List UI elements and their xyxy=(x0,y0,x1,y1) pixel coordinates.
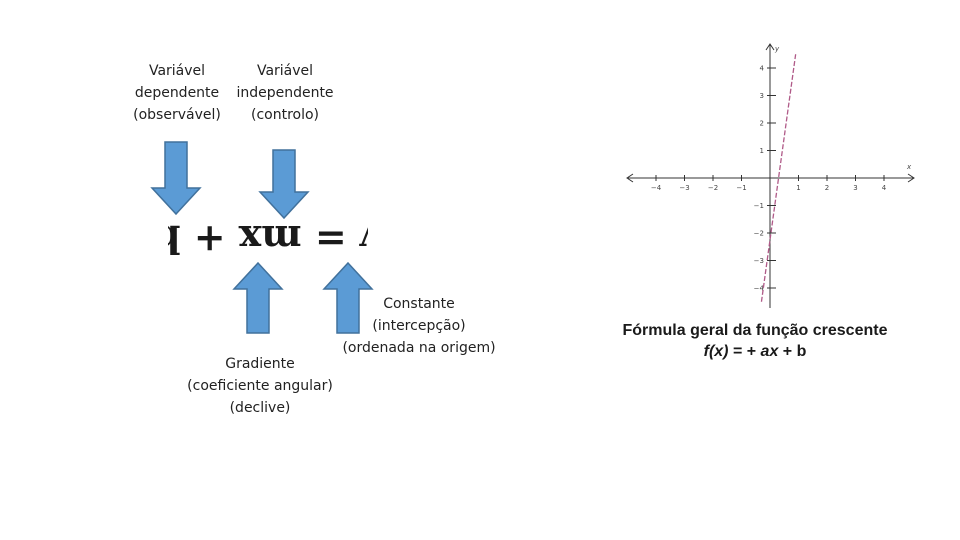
dependent-line-2: dependente xyxy=(134,85,220,101)
caption: Fórmula geral da função crescente f(x) =… xyxy=(590,320,920,362)
gradient-label: Gradiente (coeficiente angular) (declive… xyxy=(180,353,340,419)
y-tick-label: −2 xyxy=(754,230,764,238)
constant-line-1: Constante xyxy=(383,296,455,312)
y-axis-label: y xyxy=(774,45,780,53)
x-tick-label: 1 xyxy=(796,184,800,192)
caption-title: Fórmula geral da função crescente xyxy=(622,322,888,339)
y-axis-arrowhead xyxy=(765,43,775,51)
gradient-line-3: (declive) xyxy=(229,400,291,416)
dependent-variable-label: Variável dependente (observável) xyxy=(128,60,226,126)
dependent-line-3: (observável) xyxy=(133,107,221,123)
x-axis-left-arrowhead xyxy=(626,173,634,183)
down-arrow-independent xyxy=(258,149,310,220)
y-tick-label: −4 xyxy=(754,285,765,293)
y-tick-label: −1 xyxy=(754,202,764,210)
constant-line-2: (intercepção) xyxy=(372,318,466,334)
y-tick-label: 4 xyxy=(760,65,765,73)
y-tick-label: 3 xyxy=(760,92,764,100)
x-tick-label: −1 xyxy=(736,184,746,192)
y-tick-label: 2 xyxy=(760,120,764,128)
independent-line-1: Variável xyxy=(256,63,314,79)
equation-text: y = mx + b xyxy=(168,217,368,262)
caption-formula: f(x) = + ax + b xyxy=(703,343,807,360)
up-arrow-constant xyxy=(322,261,374,334)
up-arrow-gradient xyxy=(232,261,284,334)
gradient-line-1: Gradiente xyxy=(225,356,295,372)
dependent-line-1: Variável xyxy=(148,63,206,79)
x-tick-label: 2 xyxy=(825,184,829,192)
down-arrow-dependent xyxy=(150,141,202,216)
constant-line-3: (ordenada na origem) xyxy=(342,340,496,356)
linear-function-graph: x y −4 −3 −2 −1 1 2 3 4 −4 −3 −2 −1 1 2 3 4 xyxy=(626,43,915,308)
x-tick-label: −3 xyxy=(679,184,689,192)
y-tick-label: −3 xyxy=(754,257,764,265)
y-tick-label: 1 xyxy=(760,147,764,155)
independent-line-3: (controlo) xyxy=(250,107,320,123)
x-axis-arrowhead xyxy=(907,173,915,183)
x-tick-label: −2 xyxy=(708,184,718,192)
equation-rotated: y = mx + b xyxy=(168,217,368,262)
independent-line-2: independente xyxy=(236,85,334,101)
independent-variable-label: Variável independente (controlo) xyxy=(230,60,340,126)
x-tick-label: −4 xyxy=(651,184,662,192)
x-axis-label: x xyxy=(906,163,912,171)
x-tick-label: 3 xyxy=(853,184,857,192)
constant-label: Constante (intercepção) (ordenada na ori… xyxy=(334,293,504,359)
gradient-line-2: (coeficiente angular) xyxy=(187,378,333,394)
x-tick-label: 4 xyxy=(882,184,887,192)
